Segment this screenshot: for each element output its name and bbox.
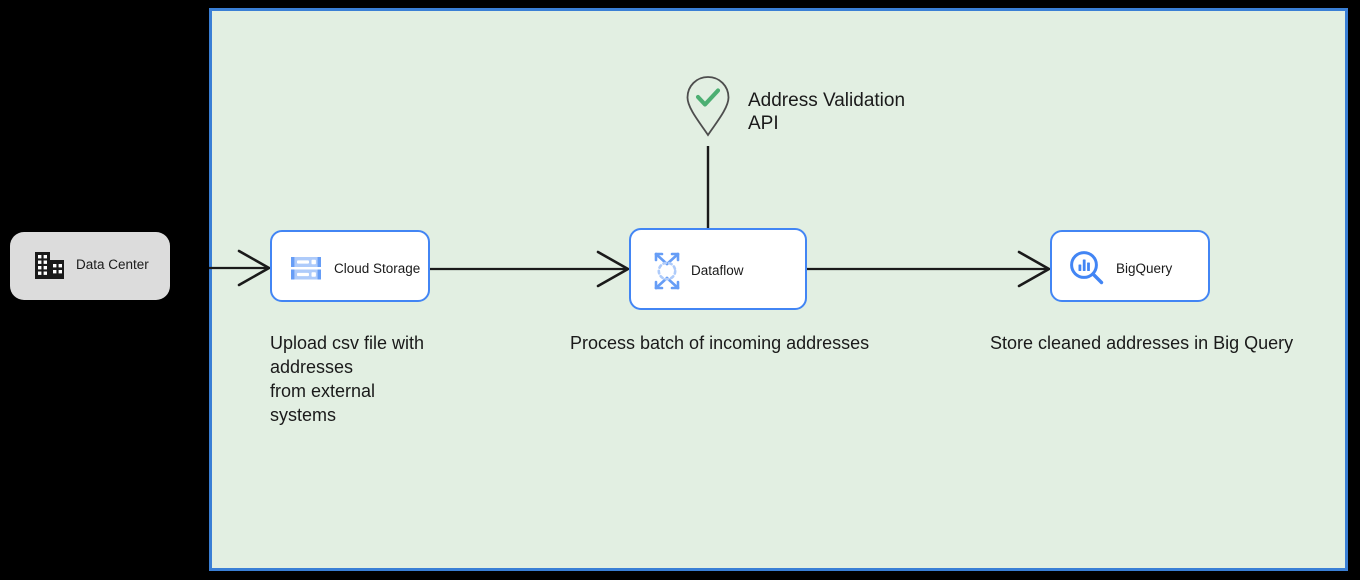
address-validation-api-label: Address Validation API [748, 90, 906, 134]
cloud-storage-icon [288, 250, 324, 286]
caption-store: Store cleaned addresses in Big Query [990, 333, 1294, 353]
node-bigquery[interactable]: BigQuery [1050, 230, 1210, 302]
node-data-center[interactable]: Data Center [10, 232, 170, 300]
caption-upload: Upload csv file with addresses from exte… [270, 333, 425, 425]
caption-process: Process batch of incoming addresses [570, 333, 870, 353]
data-center-icon [32, 248, 68, 284]
data-center-label: Data Center [76, 257, 149, 272]
node-cloud-storage[interactable]: Cloud Storage [270, 230, 430, 302]
node-dataflow[interactable]: Dataflow [629, 228, 807, 310]
bigquery-label: BigQuery [1116, 261, 1173, 276]
dataflow-icon [649, 252, 685, 290]
location-pin-check-icon [684, 74, 732, 138]
dataflow-label: Dataflow [691, 263, 744, 278]
node-address-validation-api[interactable]: Address Validation API [684, 74, 944, 150]
cloud-storage-label: Cloud Storage [334, 261, 421, 276]
bigquery-icon [1068, 249, 1106, 287]
